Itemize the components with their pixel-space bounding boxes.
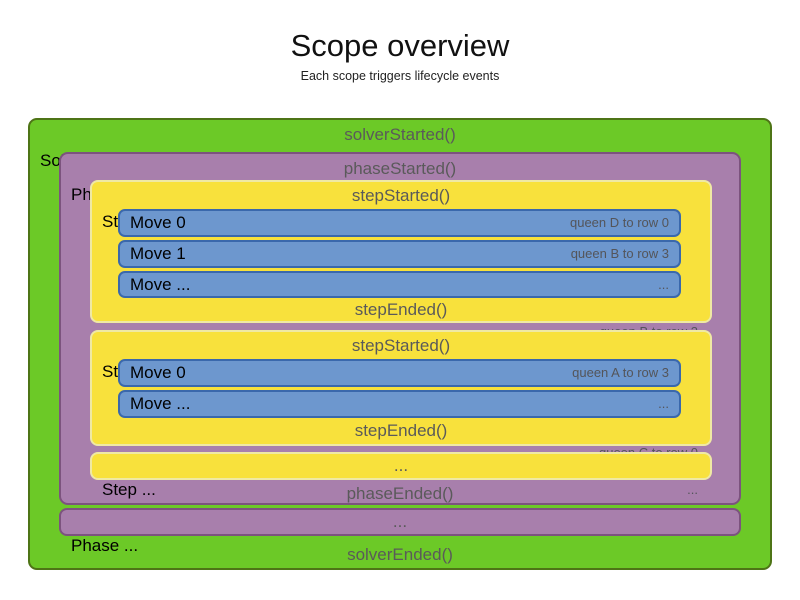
solver-started-label: solverStarted() <box>344 125 456 144</box>
phase-more-label: Phase ... <box>71 536 139 555</box>
move-label: Move ... <box>130 275 191 294</box>
page-subtitle: Each scope triggers lifecycle events <box>300 69 500 83</box>
phase0-scope-box: phaseStarted() Phase 0 stepStarted() Ste… <box>59 152 741 505</box>
step1-footer-row: stepEnded() queen C to row 0 <box>92 420 710 460</box>
step-more-scope-box: ... Step ... ... <box>90 452 712 499</box>
step-ended-label: stepEnded() <box>354 421 448 440</box>
move-label: Move ... <box>130 394 191 413</box>
move-row: Move 0 queen A to row 3 <box>118 359 681 387</box>
move-row: Move 0 queen D to row 0 <box>118 209 681 237</box>
page-title: Scope overview <box>290 28 510 63</box>
step-started-label: stepStarted() <box>351 336 451 355</box>
step-ended-label: stepEnded() <box>354 300 448 319</box>
move-label: Move 1 <box>130 244 186 263</box>
phase-ended-label: phaseEnded() <box>346 484 454 503</box>
move-annotation: queen B to row 3 <box>570 246 669 261</box>
phase-more-center-dots: ... <box>392 512 408 531</box>
step-more-center-dots: ... <box>393 456 409 475</box>
move-row: Move ... ... <box>118 390 681 418</box>
move-annotation: ... <box>658 396 669 411</box>
move-row: Move 1 queen B to row 3 <box>118 240 681 268</box>
solver-header-row: solverStarted() Solver <box>30 122 770 170</box>
phase0-header-row: phaseStarted() Phase 0 <box>61 156 739 204</box>
move-annotation: ... <box>658 277 669 292</box>
solver-scope-box: solverStarted() Solver phaseStarted() Ph… <box>28 118 772 570</box>
step0-header-row: stepStarted() Step 0 <box>92 183 710 231</box>
move-annotation: queen A to row 3 <box>572 365 669 380</box>
phase0-footer-row: phaseEnded() <box>61 482 739 506</box>
step0-footer-row: stepEnded() queen B to row 3 <box>92 299 710 339</box>
move-row: Move ... ... <box>118 271 681 298</box>
step-more-right-dots: ... <box>687 482 698 497</box>
solver-footer-row: solverEnded() <box>30 542 770 568</box>
step1-header-row: stepStarted() Step 1 <box>92 333 710 381</box>
move-annotation: queen D to row 0 <box>569 215 669 230</box>
step0-scope-box: stepStarted() Step 0 Move 0 queen D to r… <box>90 180 712 339</box>
phase-more-scope-box: ... Phase ... <box>59 508 741 555</box>
move-label: Move 0 <box>130 363 186 382</box>
phase-started-label: phaseStarted() <box>343 159 457 178</box>
step-more-label: Step ... <box>102 480 156 499</box>
solver-ended-label: solverEnded() <box>347 545 453 564</box>
step-started-label: stepStarted() <box>351 186 451 205</box>
move-label: Move 0 <box>130 213 186 232</box>
step1-scope-box: stepStarted() Step 1 Move 0 queen A to r… <box>90 330 712 460</box>
